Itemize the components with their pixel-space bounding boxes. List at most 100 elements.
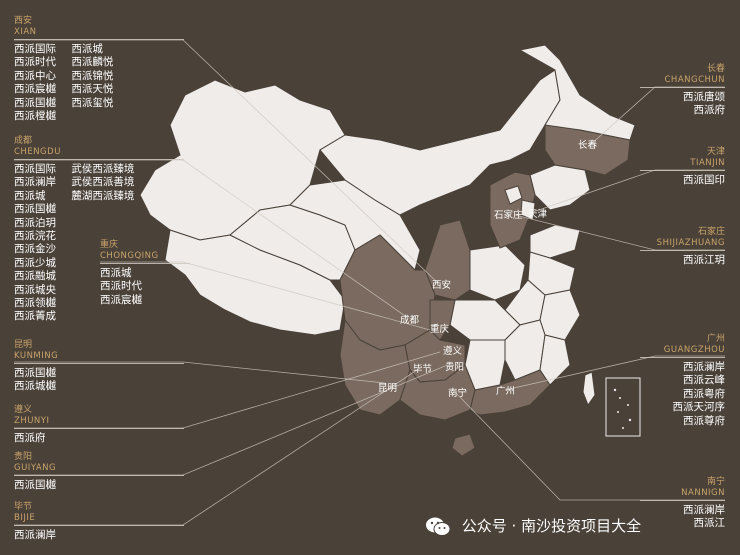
project-item: 西派中心 — [14, 69, 56, 82]
project-item: 西派宸樾 — [100, 293, 142, 306]
city-name-en: TIANJIN — [690, 158, 725, 168]
project-item: 西派澜岸 — [14, 176, 56, 189]
city-name-cn: 重庆 — [100, 240, 119, 250]
project-item: 麓湖西派臻境 — [71, 189, 135, 202]
project-item: 西派唐颂 — [683, 91, 725, 103]
city-name-en: ZHUNYI — [14, 416, 50, 426]
project-item: 西派菁成 — [14, 310, 56, 323]
project-item: 西派玺悦 — [71, 96, 114, 109]
project-item: 西派城樾 — [14, 380, 56, 393]
project-item: 西派尊府 — [683, 414, 725, 427]
province-jilin — [544, 124, 631, 176]
project-item: 西派云峰 — [683, 374, 725, 387]
project-item: 西派国樾 — [14, 367, 56, 379]
project-list: 西派国樾 西派城樾 — [14, 367, 184, 394]
project-list: 西派国际 西派澜岸 西派城 西派国樾 西派泊玥 西派浣花 西派金沙 西派少城 西… — [14, 163, 184, 324]
project-item: 西派城 — [71, 43, 103, 55]
project-item: 西派少城 — [14, 256, 56, 269]
map-label-guiyang: 贵阳 — [445, 361, 464, 373]
divider — [100, 263, 190, 264]
city-name-cn: 贵阳 — [14, 452, 33, 462]
project-list: 西派国印 — [640, 174, 725, 187]
map-label-chongqing: 重庆 — [430, 323, 450, 335]
city-block-chongqing: 重庆 CHONGQING 西派城 西派时代 西派宸樾 — [100, 240, 190, 307]
project-column: 西派城 西派麟悦 西派锦悦 西派天悦 西派玺悦 — [71, 43, 113, 110]
city-name-en: GUIYANG — [14, 463, 57, 473]
project-item: 西派天悦 — [71, 83, 114, 96]
map-label-bijie: 毕节 — [413, 363, 432, 375]
city-name-en: CHANGCHUN — [664, 75, 725, 85]
province-liaoning — [529, 164, 591, 211]
leader-guangzhou — [504, 355, 725, 391]
city-name-en: KUNMING — [14, 351, 59, 361]
city-block-xian: 西安 XIAN 西派国际 西派时代 西派中心 西派宸樾 西派国樾 西派樘樾 西派… — [14, 16, 184, 123]
province-taiwan — [582, 371, 596, 407]
project-item: 西派城央 — [14, 283, 56, 296]
city-name-cn: 毕节 — [14, 502, 33, 512]
project-item: 西派金沙 — [14, 243, 56, 256]
city-name-en: SHIJIAZHUANG — [656, 238, 725, 248]
project-column: 西派国际 西派澜岸 西派城 西派国樾 西派泊玥 西派浣花 西派金沙 西派少城 西… — [14, 163, 68, 324]
city-block-tianjin: 天津 TIANJIN 西派国印 — [640, 147, 725, 187]
city-name-cn: 石家庄 — [697, 227, 725, 237]
map-label-guangzhou: 广州 — [496, 385, 515, 397]
project-item: 西派国际 — [14, 163, 56, 175]
project-item: 西派麟悦 — [71, 56, 114, 69]
leader-chengdu — [14, 159, 409, 319]
project-list: 西派澜岸 西派江 — [640, 504, 725, 531]
map-label-changchun: 长春 — [578, 139, 598, 151]
watermark: 公众号 · 南沙投资项目大全 — [425, 513, 725, 539]
province-henan — [469, 244, 526, 301]
project-list: 西派江玥 — [640, 254, 725, 267]
project-item: 西派国樾 — [14, 479, 56, 491]
map-label-shijiazhuang: 石家庄 — [494, 209, 523, 221]
map-label-xian: 西安 — [432, 279, 451, 291]
divider — [14, 363, 184, 364]
city-name-en: CHENGDU — [14, 147, 61, 157]
project-item: 西派城 — [100, 267, 132, 279]
city-name-cn: 成都 — [14, 136, 33, 146]
project-item: 武侯西派臻境 — [71, 163, 135, 175]
divider — [14, 39, 184, 40]
project-item: 西派领樾 — [14, 297, 56, 310]
project-list: 西派国樾 — [14, 479, 184, 492]
project-list: 西派澜岸 — [14, 529, 184, 542]
province-hainan — [451, 433, 476, 457]
city-name-en: XIAN — [14, 27, 37, 37]
city-name-cn: 西安 — [14, 16, 33, 26]
city-name-cn: 长春 — [706, 64, 725, 74]
project-item: 西派城 — [14, 189, 46, 202]
project-item: 西派融城 — [14, 270, 56, 283]
province-fujian — [539, 334, 571, 386]
city-block-guiyang: 贵阳 GUIYANG 西派国樾 — [14, 452, 184, 492]
province-beijing — [504, 185, 523, 205]
province-inner-mongolia — [319, 69, 561, 216]
project-column: 武侯西派臻境 武侯西派善境 麓湖西派臻境 — [71, 163, 134, 203]
project-item: 西派国印 — [683, 174, 725, 186]
map-label-kunming: 昆明 — [378, 383, 397, 394]
project-list: 西派澜岸 西派云峰 西派粤府 西派天河序 西派尊府 — [640, 361, 726, 428]
project-item: 西派天河序 — [672, 401, 726, 414]
city-name-en: CHONGQING — [100, 251, 159, 261]
south-china-sea-inset — [605, 377, 641, 437]
light-provinces — [139, 44, 636, 407]
project-item: 西派澜岸 — [683, 361, 725, 373]
divider — [640, 87, 725, 88]
divider — [14, 159, 184, 160]
project-item: 西派府 — [693, 104, 726, 117]
divider — [14, 525, 184, 526]
highlighted-provinces — [339, 124, 631, 457]
city-name-cn: 遵义 — [14, 405, 33, 415]
project-item: 西派宸樾 — [14, 83, 56, 96]
map-label-tianjin: 天津 — [528, 209, 548, 220]
project-item: 西派时代 — [100, 280, 142, 293]
project-list: 西派府 — [14, 432, 184, 445]
map-label-chengdu: 成都 — [400, 314, 420, 326]
city-name-cn: 昆明 — [14, 340, 33, 350]
project-item: 西派粤府 — [683, 387, 725, 400]
map-label-nanning: 南宁 — [448, 387, 467, 399]
leader-kunming — [14, 361, 386, 384]
city-block-nanning: 南宁 NANNIGN 西派澜岸 西派江 — [640, 477, 725, 531]
project-item: 西派浣花 — [14, 230, 56, 243]
